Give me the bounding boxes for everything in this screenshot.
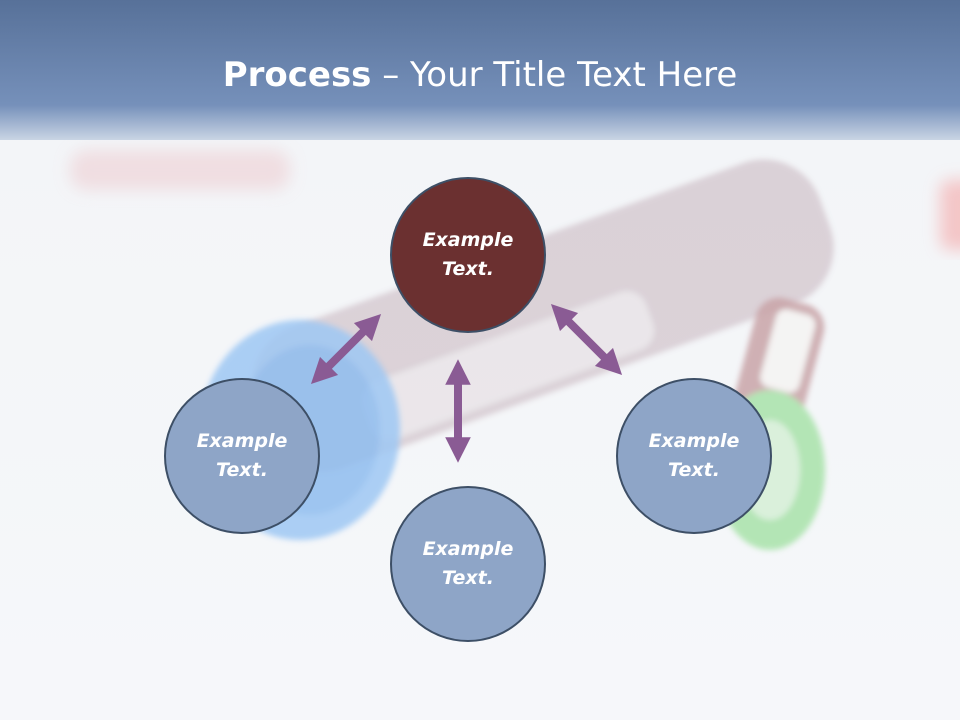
title-rest-part: – Your Title Text Here <box>371 55 738 95</box>
arrow-top-left <box>310 313 382 385</box>
slide-title: Process – Your Title Text Here <box>0 52 960 98</box>
arrow-top-right <box>550 303 623 376</box>
title-bold-part: Process <box>222 55 372 95</box>
